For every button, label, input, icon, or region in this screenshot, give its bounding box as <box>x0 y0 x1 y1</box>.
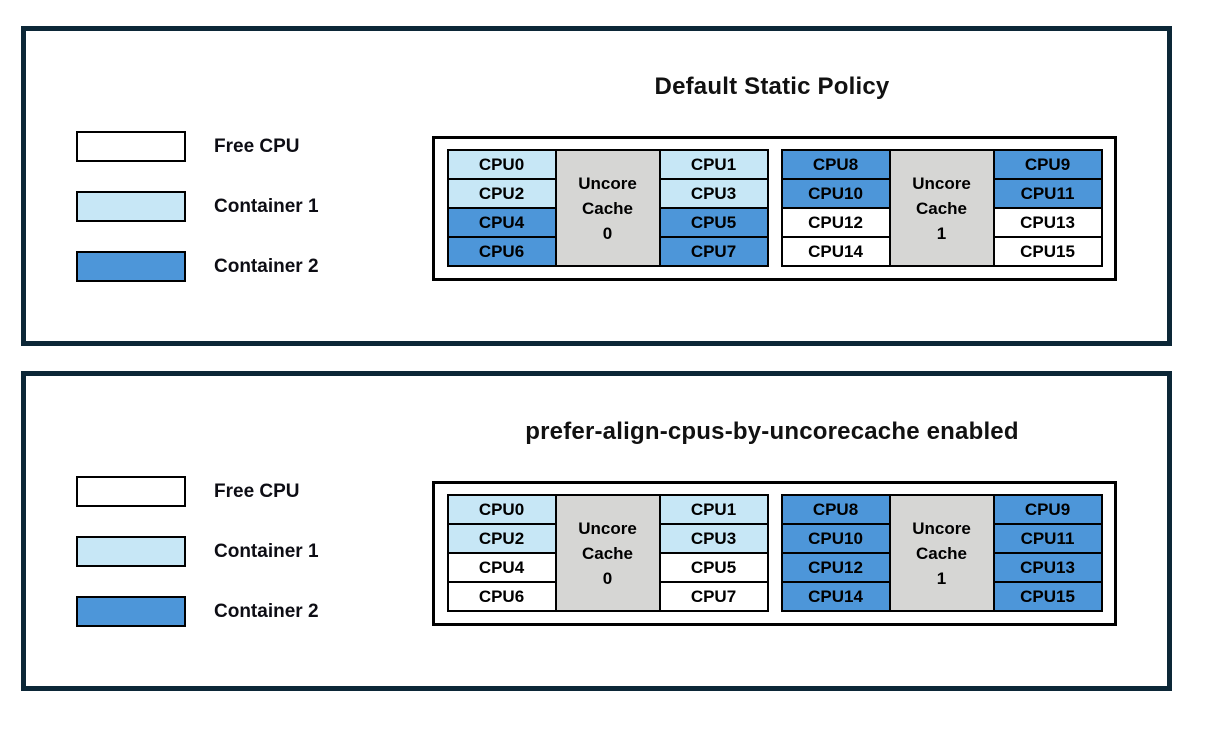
cpu-cell: CPU7 <box>658 581 769 612</box>
cpu-cell: CPU14 <box>780 236 891 267</box>
cpu-cell: CPU8 <box>780 494 891 525</box>
legend-label: Container 2 <box>214 600 319 622</box>
cpu-cell: CPU6 <box>446 581 557 612</box>
cpu-cell: CPU12 <box>780 207 891 238</box>
cpu-cell: CPU5 <box>658 552 769 583</box>
cpu-cell: CPU13 <box>992 207 1103 238</box>
uncore-cache-0-box: Uncore Cache 0 <box>554 494 661 612</box>
cpu-cell: CPU3 <box>658 523 769 554</box>
cpu-cell: CPU2 <box>446 178 557 209</box>
cpu-cell: CPU6 <box>446 236 557 267</box>
socket-uncore-0: CPU0 CPU2 CPU4 CPU6 Uncore Cache 0 CPU1 … <box>446 149 769 267</box>
legend-label: Free CPU <box>214 135 300 157</box>
cpu-cell: CPU10 <box>780 523 891 554</box>
cpu-cell: CPU0 <box>446 149 557 180</box>
legend-row-container-2: Container 2 <box>76 251 319 282</box>
legend-label: Container 2 <box>214 255 319 277</box>
cpu-cell: CPU7 <box>658 236 769 267</box>
panel-title: prefer-align-cpus-by-uncorecache enabled <box>525 418 1019 445</box>
legend-label: Container 1 <box>214 195 319 217</box>
cpu-column-left: CPU0 CPU2 CPU4 CPU6 <box>446 149 557 267</box>
cpu-column-right: CPU9 CPU11 CPU13 CPU15 <box>992 149 1103 267</box>
policy-panel-uncorecache-enabled: prefer-align-cpus-by-uncorecache enabled… <box>21 371 1172 691</box>
uncore-cache-1-box: Uncore Cache 1 <box>888 149 995 267</box>
cpu-cell: CPU15 <box>992 236 1103 267</box>
legend-swatch-free-cpu <box>76 131 186 162</box>
cpu-cell: CPU1 <box>658 149 769 180</box>
cpu-cell: CPU8 <box>780 149 891 180</box>
cpu-cell: CPU4 <box>446 207 557 238</box>
socket-uncore-1: CPU8 CPU10 CPU12 CPU14 Uncore Cache 1 CP… <box>780 149 1103 267</box>
cpu-cell: CPU10 <box>780 178 891 209</box>
legend-swatch-container-2 <box>76 251 186 282</box>
cpu-cell: CPU13 <box>992 552 1103 583</box>
cpu-cell: CPU15 <box>992 581 1103 612</box>
cpu-column-left: CPU8 CPU10 CPU12 CPU14 <box>780 149 891 267</box>
cpu-column-right: CPU1 CPU3 CPU5 CPU7 <box>658 494 769 612</box>
legend: Free CPU Container 1 Container 2 <box>26 31 1167 341</box>
cpu-cell: CPU12 <box>780 552 891 583</box>
legend-row-free-cpu: Free CPU <box>76 476 300 507</box>
legend-label: Free CPU <box>214 480 300 502</box>
legend-swatch-container-1 <box>76 536 186 567</box>
legend-row-container-2: Container 2 <box>76 596 319 627</box>
cpu-cell: CPU2 <box>446 523 557 554</box>
cpu-cell: CPU11 <box>992 178 1103 209</box>
cpu-cell: CPU4 <box>446 552 557 583</box>
socket-uncore-1: CPU8 CPU10 CPU12 CPU14 Uncore Cache 1 CP… <box>780 494 1103 612</box>
cpu-cell: CPU9 <box>992 494 1103 525</box>
cpu-topology-diagram: CPU0 CPU2 CPU4 CPU6 Uncore Cache 0 CPU1 … <box>432 136 1117 281</box>
cpu-topology-diagram: CPU0 CPU2 CPU4 CPU6 Uncore Cache 0 CPU1 … <box>432 481 1117 626</box>
legend-swatch-free-cpu <box>76 476 186 507</box>
cpu-cell: CPU11 <box>992 523 1103 554</box>
legend-swatch-container-2 <box>76 596 186 627</box>
uncore-cache-1-box: Uncore Cache 1 <box>888 494 995 612</box>
socket-uncore-0: CPU0 CPU2 CPU4 CPU6 Uncore Cache 0 CPU1 … <box>446 494 769 612</box>
panel-title: Default Static Policy <box>654 73 890 100</box>
cpu-cell: CPU0 <box>446 494 557 525</box>
cpu-column-left: CPU8 CPU10 CPU12 CPU14 <box>780 494 891 612</box>
cpu-column-right: CPU1 CPU3 CPU5 CPU7 <box>658 149 769 267</box>
policy-panel-default-static: Default Static Policy Free CPU Container… <box>21 26 1172 346</box>
legend-swatch-container-1 <box>76 191 186 222</box>
legend-row-container-1: Container 1 <box>76 536 319 567</box>
cpu-column-right: CPU9 CPU11 CPU13 CPU15 <box>992 494 1103 612</box>
legend-row-free-cpu: Free CPU <box>76 131 300 162</box>
uncore-cache-0-box: Uncore Cache 0 <box>554 149 661 267</box>
cpu-cell: CPU3 <box>658 178 769 209</box>
cpu-cell: CPU5 <box>658 207 769 238</box>
cpu-cell: CPU1 <box>658 494 769 525</box>
legend-row-container-1: Container 1 <box>76 191 319 222</box>
legend: Free CPU Container 1 Container 2 <box>26 376 1167 686</box>
cpu-cell: CPU14 <box>780 581 891 612</box>
legend-label: Container 1 <box>214 540 319 562</box>
cpu-column-left: CPU0 CPU2 CPU4 CPU6 <box>446 494 557 612</box>
cpu-cell: CPU9 <box>992 149 1103 180</box>
